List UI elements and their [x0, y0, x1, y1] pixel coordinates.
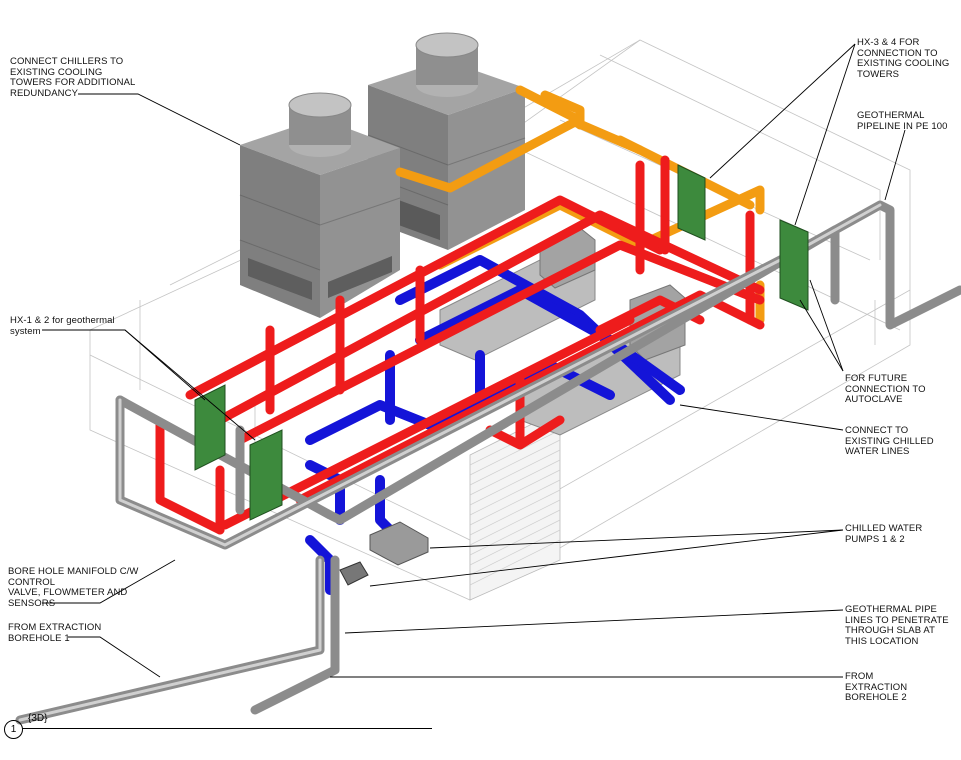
callout-borehole-1: FROM EXTRACTION BOREHOLE 1: [8, 622, 102, 644]
heat-exchanger-hx4: [779, 219, 809, 311]
callout-chilled-water-lines: CONNECT TO EXISTING CHILLED WATER LINES: [845, 425, 934, 457]
callout-hx-3-4: HX-3 & 4 FOR CONNECTION TO EXISTING COOL…: [857, 37, 950, 80]
callout-geothermal-pipeline: GEOTHERMAL PIPELINE IN PE 100: [857, 110, 948, 132]
view-title: {3D}: [28, 713, 48, 724]
callout-hx-1-2: HX-1 & 2 for geothermal system: [10, 315, 115, 337]
chilled-water-pump-1: [369, 521, 429, 566]
callout-slab-penetration: GEOTHERMAL PIPE LINES TO PENETRATE THROU…: [845, 604, 949, 647]
view-title-underline: [22, 728, 432, 729]
heat-exchanger-hx2: [249, 429, 283, 521]
roll-up-door: [469, 409, 561, 601]
callout-bore-hole-manifold: BORE HOLE MANIFOLD C/W CONTROL VALVE, FL…: [8, 566, 139, 609]
callout-chilled-water-pumps: CHILLED WATER PUMPS 1 & 2: [845, 523, 923, 545]
heat-exchanger-hx1: [194, 384, 226, 471]
heat-exchanger-hx3: [677, 164, 706, 241]
callout-autoclave: FOR FUTURE CONNECTION TO AUTOCLAVE: [845, 373, 926, 405]
geothermal-pipe-highlights: [18, 203, 882, 722]
chiller-1: [239, 92, 401, 318]
bore-hole-manifold: [339, 561, 369, 586]
callout-borehole-2: FROM EXTRACTION BOREHOLE 2: [845, 671, 908, 703]
leader-lines: [42, 43, 906, 678]
callout-chillers: CONNECT CHILLERS TO EXISTING COOLING TOW…: [10, 56, 136, 99]
view-number-bubble: 1: [4, 720, 23, 739]
hot-water-pipes: [155, 155, 765, 535]
